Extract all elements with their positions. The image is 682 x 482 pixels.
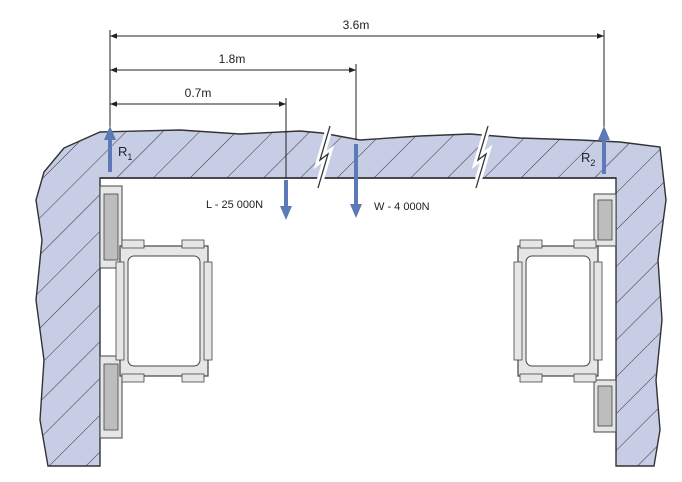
reaction-arrow-left — [104, 126, 116, 172]
dimension-total-label: 3.6m — [343, 18, 370, 32]
reaction-label-right: R2 — [581, 150, 595, 168]
dimension-half-label: 1.8m — [219, 52, 246, 66]
break-symbol-right — [471, 125, 493, 189]
load-label-live: L - 25 000N — [206, 199, 263, 211]
left-rail-assembly — [99, 185, 213, 439]
right-rail-assembly — [513, 193, 617, 433]
reaction-arrow-right — [598, 126, 610, 174]
load-arrow-weight — [350, 144, 362, 218]
reaction-label-left: R1 — [118, 144, 132, 162]
dimension-lines — [109, 30, 605, 178]
load-label-weight: W - 4 000N — [374, 201, 430, 213]
load-arrow-live — [280, 180, 292, 220]
dimension-load-offset-label: 0.7m — [185, 86, 212, 100]
break-symbol-left — [313, 125, 335, 189]
